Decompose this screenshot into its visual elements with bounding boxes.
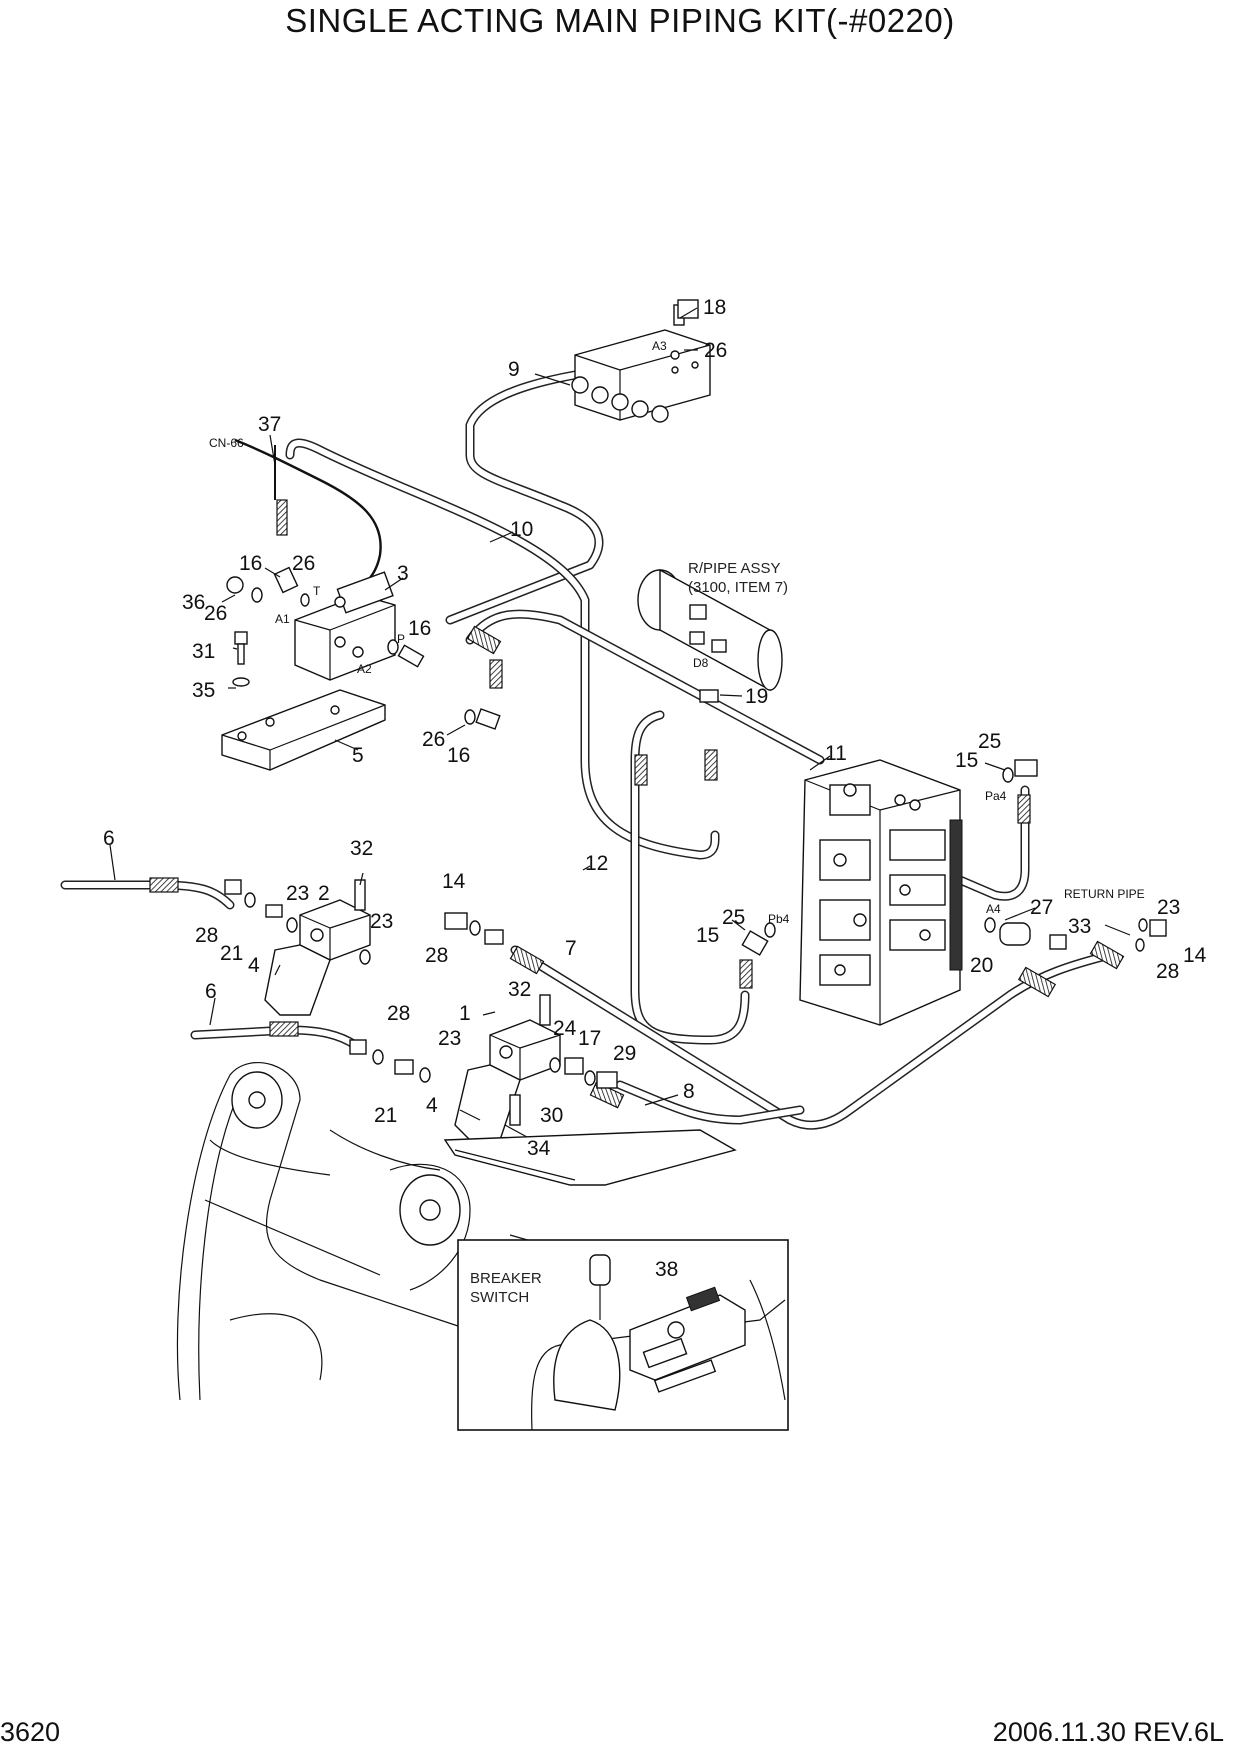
breaker-label: BREAKER (470, 1270, 542, 1287)
callout-15: 15 (696, 924, 719, 947)
callout-32: 32 (350, 837, 373, 860)
callout-28: 28 (195, 924, 218, 947)
port-a2: A2 (357, 662, 372, 676)
callout-17: 17 (578, 1027, 601, 1050)
callout-28: 28 (425, 944, 448, 967)
callout-7: 7 (565, 937, 577, 960)
callout-16: 16 (408, 617, 431, 640)
return-pipe-label: RETURN PIPE (1064, 887, 1145, 901)
connector-label: CN-66 (209, 436, 244, 450)
callout-34: 34 (527, 1137, 551, 1160)
port-labels: A1 A2 A3 A4 P T D8 Pa4 Pb4 (275, 339, 1007, 926)
callout-28: 28 (1156, 960, 1179, 983)
callout-33: 33 (1068, 915, 1091, 938)
callout-20: 20 (970, 954, 993, 977)
pipe-clamp-2 (264, 899, 371, 1016)
callout-8: 8 (683, 1080, 695, 1103)
callout-6: 6 (103, 827, 115, 850)
switch-label: SWITCH (470, 1289, 529, 1306)
callout-28: 28 (387, 1002, 410, 1025)
port-a4: A4 (986, 902, 1001, 916)
callout-19: 19 (745, 685, 768, 708)
callout-16: 16 (239, 552, 262, 575)
pipes (60, 370, 1115, 1130)
leader-lines (109, 307, 1131, 1311)
callout-29: 29 (613, 1042, 636, 1065)
callout-38: 38 (655, 1258, 678, 1281)
callout-26: 26 (204, 602, 227, 625)
callout-3: 3 (397, 562, 409, 585)
breaker-switch-inset (457, 1239, 789, 1431)
diagram-title: SINGLE ACTING MAIN PIPING KIT(-#0220) (285, 2, 955, 39)
boom-structure (176, 1062, 737, 1401)
bolt-31 (232, 631, 250, 687)
callout-24: 24 (553, 1017, 577, 1040)
callout-5: 5 (352, 744, 364, 767)
pipe-clamp-1 (454, 1019, 561, 1141)
callout-21: 21 (220, 942, 243, 965)
callout-36: 36 (182, 591, 205, 614)
callout-14: 14 (1183, 944, 1207, 967)
callout-26: 26 (704, 339, 727, 362)
callout-23: 23 (438, 1027, 461, 1050)
callout-11: 11 (825, 742, 847, 765)
annotations: R/PIPE ASSY (3100, ITEM 7) RETURN PIPE B… (209, 436, 1145, 1306)
callout-14: 14 (442, 870, 466, 893)
page-number: 3620 (0, 1717, 61, 1747)
callout-26: 26 (422, 728, 445, 751)
callout-4: 4 (248, 954, 260, 977)
callout-1: 1 (459, 1002, 471, 1025)
callout-12: 12 (585, 852, 608, 875)
callout-32: 32 (508, 978, 531, 1001)
return-pipe-assembly (637, 568, 783, 692)
port-t: T (313, 584, 321, 598)
callout-23: 23 (370, 910, 393, 933)
callout-37: 37 (258, 413, 281, 436)
callout-18: 18 (703, 296, 726, 319)
rpipe-assy-label: R/PIPE ASSY (688, 560, 781, 577)
port-d8: D8 (693, 656, 709, 670)
callout-27: 27 (1030, 896, 1053, 919)
callout-numbers: 18 26 9 37 10 16 26 3 36 26 16 31 35 26 … (103, 296, 1207, 1281)
port-a1: A1 (275, 612, 290, 626)
callout-16: 16 (447, 744, 470, 767)
callout-23: 23 (1157, 896, 1180, 919)
distribution-block (571, 304, 711, 423)
callout-25: 25 (722, 906, 745, 929)
callout-23: 23 (286, 882, 309, 905)
callout-26: 26 (292, 552, 315, 575)
date-revision: 2006.11.30 REV.6L (992, 1717, 1224, 1747)
callout-10: 10 (510, 518, 533, 541)
mounting-plate (221, 689, 386, 771)
callout-15: 15 (955, 749, 978, 772)
callout-21: 21 (374, 1104, 397, 1127)
callout-30: 30 (540, 1104, 563, 1127)
callout-6: 6 (205, 980, 217, 1003)
callout-35: 35 (192, 679, 215, 702)
port-p: P (397, 632, 405, 646)
callout-9: 9 (508, 358, 520, 381)
callout-31: 31 (192, 640, 215, 663)
callout-2: 2 (318, 882, 330, 905)
rpipe-assy-ref: (3100, ITEM 7) (688, 579, 788, 596)
main-control-valve (799, 759, 963, 1026)
small-fittings (224, 299, 1167, 1126)
callout-25: 25 (978, 730, 1001, 753)
solenoid-valve-block (294, 571, 396, 681)
port-pb4: Pb4 (768, 912, 790, 926)
callout-4: 4 (426, 1094, 438, 1117)
port-pa4: Pa4 (985, 789, 1007, 803)
port-a3: A3 (652, 339, 667, 353)
